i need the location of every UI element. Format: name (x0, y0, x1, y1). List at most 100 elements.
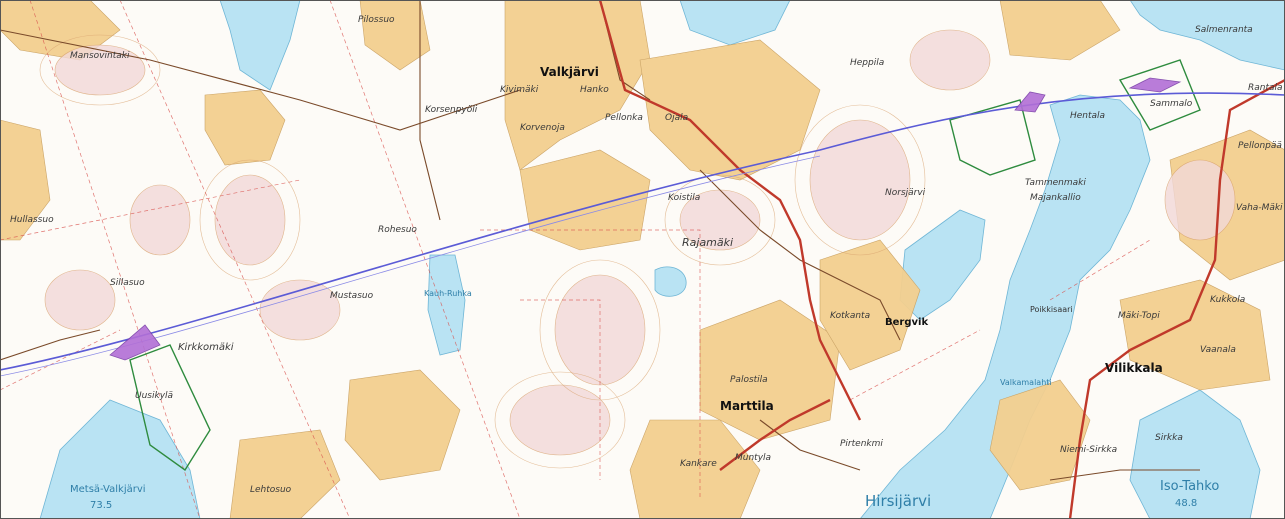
lake-label: Poikkisaari (1030, 305, 1073, 314)
place-label: Palostila (730, 375, 768, 385)
place-label: Ojala (665, 113, 688, 123)
town-label: Vilikkala (1105, 361, 1163, 375)
place-label: Rantala (1248, 83, 1283, 93)
power-line-route (0, 92, 1285, 371)
field-2 (639, 39, 821, 181)
place-label: Uusikylä (135, 391, 173, 401)
place-label: Norsjärvi (885, 188, 926, 198)
place-label: Kukkola (1210, 295, 1245, 305)
place-label: Kirkkomäki (178, 342, 234, 353)
marker-layer (109, 77, 1182, 361)
lake-label: Kauh-Ruhka (424, 289, 472, 298)
road-main-1 (598, 0, 862, 421)
road-minor-5 (1049, 469, 1200, 481)
place-label: Vaanala (1200, 345, 1236, 355)
lake-metsa-valkjarvi (39, 399, 201, 519)
boundary-9 (0, 329, 121, 391)
town-label: Bergvik (885, 317, 928, 328)
lake-label: Metsä-Valkjärvi (70, 484, 146, 495)
lake-label: Iso-Tahko (1160, 479, 1219, 494)
boundary-5 (0, 179, 301, 241)
hill-6 (809, 119, 911, 241)
road-minor-7 (0, 329, 101, 361)
field-16 (359, 0, 431, 71)
road-minor-1 (0, 29, 521, 131)
road-main-3 (719, 398, 831, 471)
place-label: Pellonpää (1238, 141, 1282, 151)
green-2 (949, 99, 1036, 176)
hill-3 (259, 279, 341, 341)
place-label: Kivimäki (500, 85, 539, 95)
contour-5 (39, 34, 161, 106)
hill-9 (909, 29, 991, 91)
place-label: Sammalo (1150, 99, 1193, 109)
boundary-4 (480, 229, 701, 500)
green-1 (129, 344, 211, 472)
place-label: Korsenpyöli (425, 105, 478, 115)
lake-label: Hirsijärvi (865, 492, 931, 510)
place-label: Sirkka (1155, 433, 1183, 443)
power-line-route-secondary (0, 155, 821, 377)
lake-label: Valkamalahti (1000, 378, 1052, 387)
lake-iso-tahko (1129, 389, 1261, 519)
terrain-layer (44, 29, 1236, 456)
place-label: Lehtosuo (250, 485, 292, 495)
place-label: Hanko (580, 85, 609, 95)
hill-10 (1164, 159, 1236, 241)
place-label: Majankallio (1030, 193, 1081, 203)
road-minor-2 (419, 0, 441, 221)
hill-1 (54, 44, 146, 96)
place-label: Hullassuo (10, 215, 54, 225)
place-label: Heppila (850, 58, 884, 68)
field-5 (204, 89, 286, 166)
place-label: Vaha-Mäki (1236, 203, 1283, 213)
place-label: Pirtenkmi (840, 439, 883, 449)
field-11 (1119, 279, 1271, 391)
hill-7 (509, 384, 611, 456)
place-label: Pellonka (605, 113, 643, 123)
place-label: Korvenoja (520, 123, 565, 133)
place-label: Kotkanta (830, 311, 870, 321)
contour-4 (664, 174, 776, 266)
field-8 (344, 369, 461, 481)
main-road-layer (598, 0, 1285, 519)
lake-label: 73.5 (90, 500, 112, 511)
label-layer: Valkjärvi Marttila Vilikkala Bergvik Hir… (10, 15, 1283, 511)
road-main-2 (1068, 78, 1285, 519)
marker-center (1014, 91, 1046, 113)
green-boundary-layer (129, 59, 1201, 472)
lake-bay-top-right (1129, 0, 1285, 71)
field-14 (0, 119, 51, 241)
place-label: Tammenmaki (1025, 178, 1086, 188)
place-label: Rajamäki (682, 236, 733, 249)
field-1 (504, 0, 651, 171)
boundary-8 (1049, 239, 1151, 301)
minor-road-layer (0, 0, 1200, 481)
contour-6 (494, 371, 626, 469)
boundary-6 (520, 299, 601, 480)
marker-east (1128, 77, 1182, 93)
pond-center (654, 266, 687, 297)
boundary-1 (29, 0, 201, 519)
place-label: Niemi-Sirkka (1060, 445, 1117, 455)
place-label: Kankare (680, 459, 717, 469)
road-minor-3 (699, 169, 901, 341)
place-label: Mustasuo (330, 291, 374, 301)
field-15 (989, 379, 1091, 491)
place-label: Koistila (668, 193, 700, 203)
field-9 (999, 0, 1121, 61)
contour-2 (539, 259, 661, 401)
hill-2 (214, 174, 286, 266)
place-label: Mäki-Topi (1118, 311, 1160, 321)
field-12 (819, 239, 921, 371)
town-label: Valkjärvi (540, 65, 599, 79)
town-label: Marttila (720, 399, 774, 413)
place-label: Rohesuo (378, 225, 417, 235)
lake-top-left (219, 0, 301, 91)
contour-3 (794, 104, 926, 256)
hill-8 (129, 184, 191, 256)
contour-1 (199, 159, 301, 281)
lake-kauh-ruhka (427, 254, 466, 356)
field-7 (629, 419, 761, 519)
